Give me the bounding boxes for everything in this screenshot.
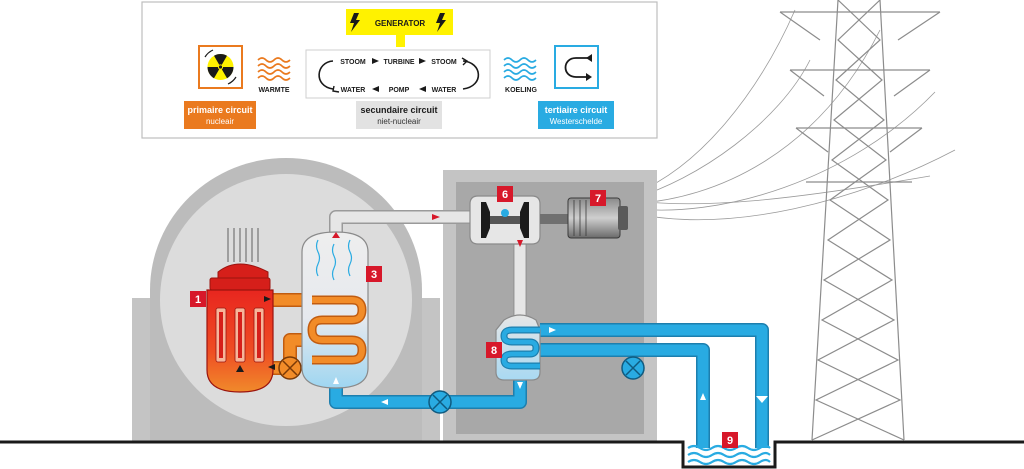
- marker-9: 9: [722, 432, 738, 448]
- svg-text:6: 6: [502, 189, 508, 201]
- svg-text:3: 3: [371, 269, 377, 281]
- loop-top-2: TURBINE: [383, 59, 414, 66]
- loop-bottom-3: WATER: [432, 87, 457, 94]
- secondary-loop: STOOM TURBINE STOOM WATER POMP WATER: [305, 49, 491, 99]
- steam-generator: [301, 231, 369, 389]
- primary-pump: [278, 356, 302, 380]
- loop-top-1: STOOM: [340, 59, 366, 66]
- condenser: [495, 314, 541, 381]
- svg-text:9: 9: [727, 435, 733, 447]
- primary-circuit-subtitle: nucleair: [206, 117, 234, 126]
- cooling-loop-icon: [564, 54, 592, 81]
- secondary-circuit-title: secundaire circuit: [360, 105, 437, 115]
- primary-circuit-legend: primaire circuit nucleair: [184, 45, 256, 129]
- tertiary-circuit-subtitle: Westerschelde: [550, 117, 603, 126]
- svg-text:8: 8: [491, 345, 497, 357]
- lightning-icon: [436, 13, 446, 32]
- feedwater-pump: [428, 390, 452, 414]
- marker-8: 8: [486, 342, 502, 358]
- generator-label: GENERATOR: [375, 19, 426, 28]
- tertiary-circuit-legend: tertiaire circuit Westerschelde: [538, 45, 614, 129]
- marker-1: 1: [190, 291, 206, 307]
- secondary-circuit-subtitle: niet-nucleair: [377, 117, 421, 126]
- svg-text:7: 7: [595, 193, 601, 205]
- loop-bottom-1: WATER: [341, 87, 366, 94]
- ground-line: [0, 440, 1024, 469]
- heat-label: WARMTE: [258, 87, 289, 94]
- marker-6: 6: [497, 186, 513, 202]
- svg-text:1: 1: [195, 294, 201, 306]
- pylon-icon: [779, 0, 941, 441]
- reactor-vessel: [206, 228, 274, 393]
- power-lines: [627, 9, 956, 221]
- cooling-waves-icon: [503, 57, 537, 81]
- generator: [540, 197, 628, 239]
- cooling-pipe: [540, 323, 769, 448]
- legend-panel: GENERATOR primaire circuit nucleair: [141, 1, 658, 139]
- river-westerschelde: [687, 444, 771, 466]
- tertiary-circuit-title: tertiaire circuit: [545, 105, 608, 115]
- loop-top-3: STOOM: [431, 59, 457, 66]
- number-markers: 1 3 6 7 8 9: [190, 186, 738, 448]
- flow-arrows: [236, 214, 768, 405]
- loop-bottom-2: POMP: [389, 87, 410, 94]
- heat-waves-icon: [257, 57, 291, 81]
- marker-3: 3: [366, 266, 382, 282]
- radiation-icon: [204, 49, 237, 85]
- turbine: [469, 195, 541, 245]
- primary-circuit-title: primaire circuit: [187, 105, 252, 115]
- generator-badge: GENERATOR: [346, 9, 453, 47]
- marker-7: 7: [590, 190, 606, 206]
- cooling-label: KOELING: [505, 87, 537, 94]
- lightning-icon: [350, 13, 360, 32]
- cooling-pump: [621, 356, 645, 380]
